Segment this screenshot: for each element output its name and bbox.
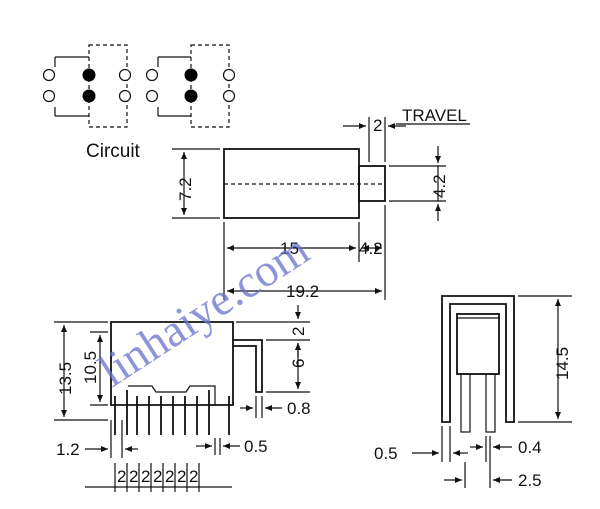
circuit-label: Circuit: [86, 141, 141, 162]
dim-2-5: 2.5: [518, 471, 542, 490]
dim-lead-6: 6: [289, 359, 308, 368]
pitch-label: 2: [141, 467, 150, 486]
dim-13-5: 13.5: [56, 362, 75, 395]
travel-label: TRAVEL: [402, 106, 467, 125]
pitch-label: 2: [129, 467, 138, 486]
dim-0-5-front: 0.5: [244, 437, 268, 456]
front-pins: [114, 390, 230, 435]
pitch-label: 2: [189, 467, 198, 486]
side-view: 14.5 0.5 0.4 2.5: [374, 295, 572, 490]
top-view: 7.2 4.2 2 TRAVEL 15 4.2 19.2: [172, 106, 470, 301]
side-body: [456, 313, 500, 375]
pitch-label: 2: [177, 467, 186, 486]
dim-1-2: 1.2: [56, 440, 80, 459]
dim-10-5: 10.5: [81, 351, 100, 384]
circuit-diagram: Circuit: [42, 44, 236, 162]
dim-19-2: 19.2: [286, 282, 319, 301]
pitch-label: 2: [153, 467, 162, 486]
dim-top-2: 2: [289, 327, 308, 336]
circuit-group-left: [42, 44, 132, 128]
pitch-label: 2: [165, 467, 174, 486]
dim-4-2-len: 4.2: [359, 239, 383, 258]
circuit-group-right: [145, 44, 236, 128]
side-frame: [441, 295, 515, 423]
dim-0-8: 0.8: [287, 399, 311, 418]
dim-0-5-side: 0.5: [374, 444, 398, 463]
dim-0-4: 0.4: [518, 438, 542, 457]
dim-4-2-actuator: 4.2: [430, 174, 449, 198]
dim-14-5: 14.5: [553, 347, 572, 380]
side-lead: [233, 339, 263, 393]
watermark: linhaiye.com: [90, 223, 318, 396]
pitch-dims: 2 2 2 2 2 2 2: [85, 463, 232, 492]
dim-7-2: 7.2: [176, 177, 195, 201]
dim-travel: 2: [373, 116, 382, 135]
front-view: 13.5 10.5 2 6 0.8 1.2 0.5: [54, 305, 311, 492]
dim-15: 15: [280, 239, 299, 258]
pitch-label: 2: [117, 467, 126, 486]
switch-body-front: [110, 321, 234, 406]
